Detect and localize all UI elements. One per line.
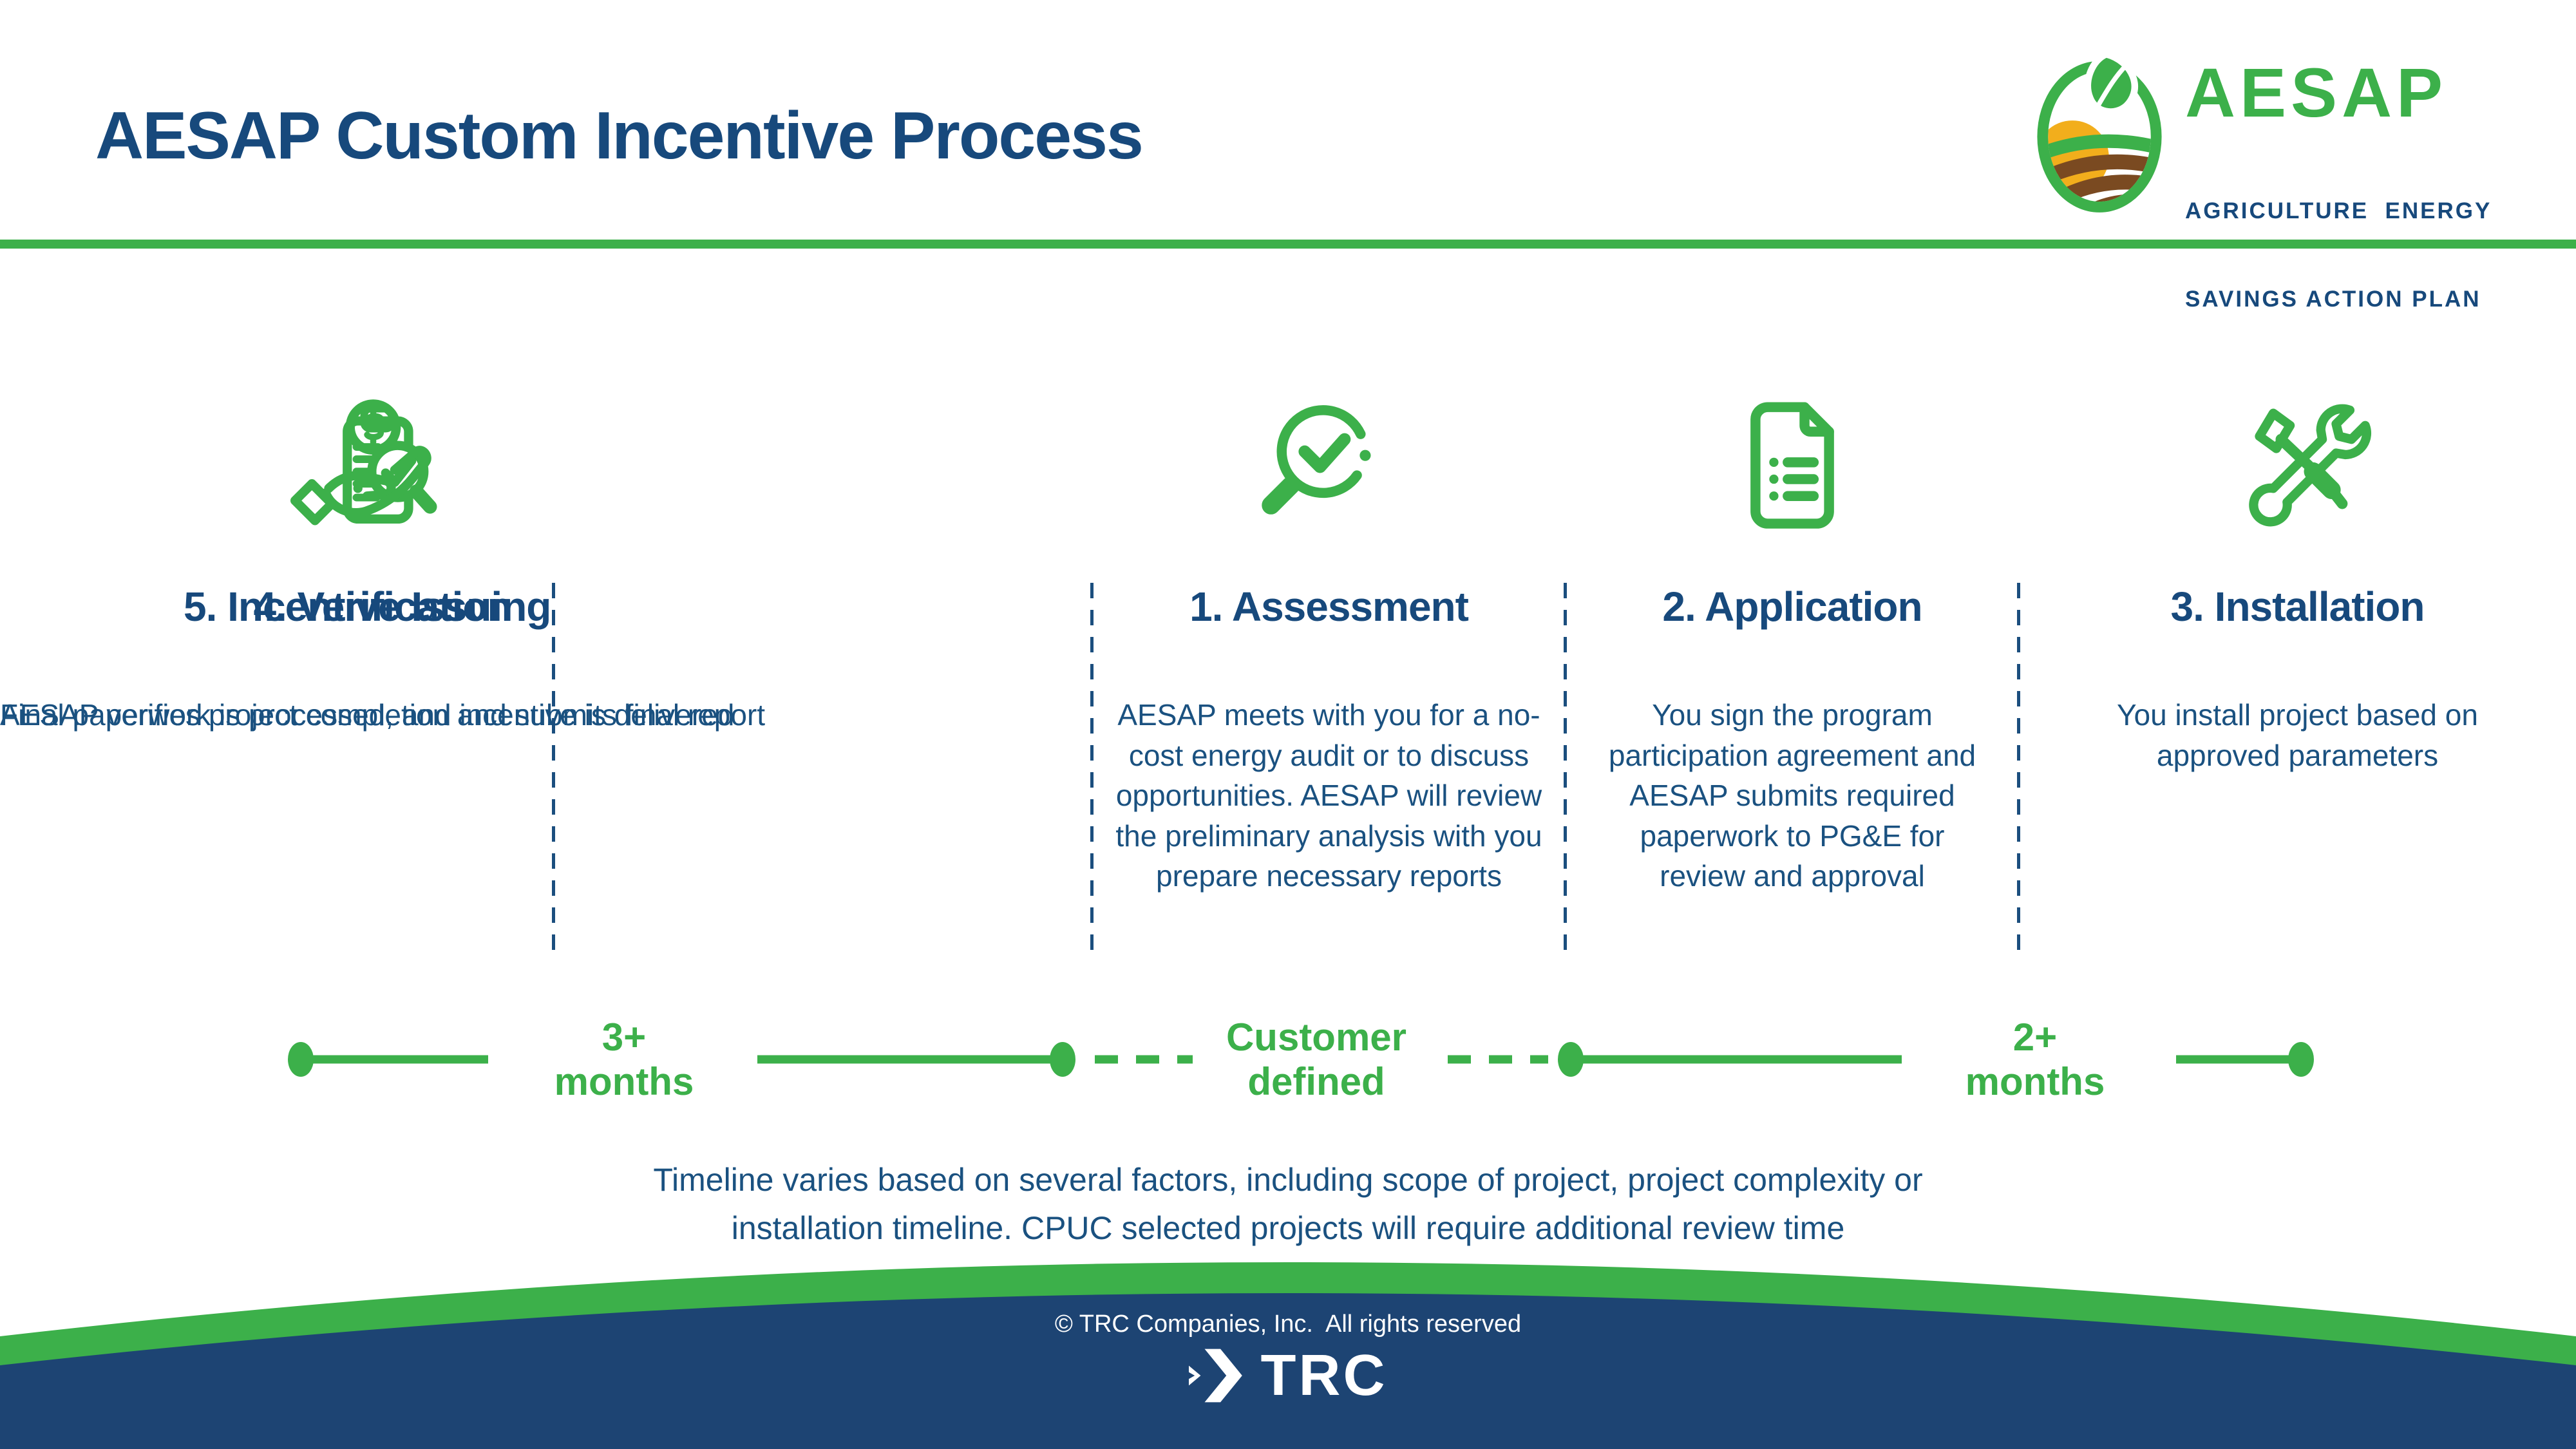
timeline-label-incentive: 2+ months xyxy=(1965,1015,2105,1104)
aesap-logo-text: AESAP AGRICULTURE ENERGY SAVINGS ACTION … xyxy=(2185,52,2492,372)
timeline-label-line: 2+ xyxy=(2012,1016,2058,1059)
trc-mark-icon xyxy=(1188,1345,1248,1406)
timeline-label-assessment: 3+ months xyxy=(554,1015,694,1104)
step-divider xyxy=(1090,583,1094,953)
hand-coin-icon xyxy=(0,386,734,547)
step-description: AESAP verifies project completion and su… xyxy=(0,698,766,732)
trc-brand-text: TRC xyxy=(1260,1343,1388,1408)
timeline-note-line2: installation timeline. CPUC selected pro… xyxy=(731,1210,1845,1246)
step-assessment: 1. Assessment AESAP meets with you for a… xyxy=(1092,386,1566,896)
aesap-logo: AESAP AGRICULTURE ENERGY SAVINGS ACTION … xyxy=(2032,50,2492,372)
step-divider xyxy=(1564,583,1567,953)
timeline-label-line: months xyxy=(1965,1060,2105,1103)
step-label: 3. Installation xyxy=(2170,583,2425,630)
timeline-label-customer-defined: Customer defined xyxy=(1226,1015,1406,1104)
tools-icon xyxy=(2019,386,2576,547)
timeline-label-line: months xyxy=(554,1060,694,1103)
timeline-label-line: defined xyxy=(1247,1060,1385,1103)
aesap-tagline: AGRICULTURE ENERGY SAVINGS ACTION PLAN xyxy=(2185,138,2492,372)
step-label: 1. Assessment xyxy=(1189,583,1469,630)
step-verification: 4. Verification AESAP verifies project c… xyxy=(0,386,765,735)
step-application: 2. Application You sign the program part… xyxy=(1566,386,2019,896)
trc-logo: TRC xyxy=(0,1345,2576,1406)
step-label: 5. Incentive Issuing xyxy=(183,583,551,630)
step-description: Final paperwork is processed, and incent… xyxy=(0,698,735,732)
step-installation: 3. Installation You install project base… xyxy=(2019,386,2576,775)
timeline-label-line: 3+ xyxy=(601,1016,647,1059)
timeline-note-line1: Timeline varies based on several factors… xyxy=(653,1162,1923,1198)
step-divider xyxy=(552,583,555,953)
page-title: AESAP Custom Incentive Process xyxy=(95,99,1144,173)
step-description: You install project based on approved pa… xyxy=(2117,698,2478,772)
step-label: 2. Application xyxy=(1662,583,1922,630)
timeline-graphic xyxy=(288,1042,2314,1077)
aesap-emblem-icon xyxy=(2032,50,2167,218)
header-divider-rule xyxy=(0,240,2576,249)
step-label: 4. Verification xyxy=(253,583,512,630)
document-icon xyxy=(1566,386,2019,547)
aesap-brand: AESAP xyxy=(2185,53,2448,131)
copyright-text: © TRC Companies, Inc. All rights reserve… xyxy=(1054,1311,1522,1338)
aesap-tagline-line2: SAVINGS ACTION PLAN xyxy=(2185,286,2481,312)
step-description: You sign the program participation agree… xyxy=(1608,698,1976,893)
timeline-label-line: Customer xyxy=(1226,1016,1407,1059)
step-description: AESAP meets with you for a no-cost energ… xyxy=(1115,698,1542,893)
footer-wave xyxy=(0,1262,2576,1449)
magnifier-check-icon xyxy=(1092,386,1566,547)
step-incentive-issuing: 5. Incentive Issuing Final paperwork is … xyxy=(0,386,734,735)
timeline-note: Timeline varies based on several factors… xyxy=(0,1156,2576,1253)
step-divider xyxy=(2017,583,2020,953)
aesap-tagline-line1: AGRICULTURE ENERGY xyxy=(2185,198,2492,223)
